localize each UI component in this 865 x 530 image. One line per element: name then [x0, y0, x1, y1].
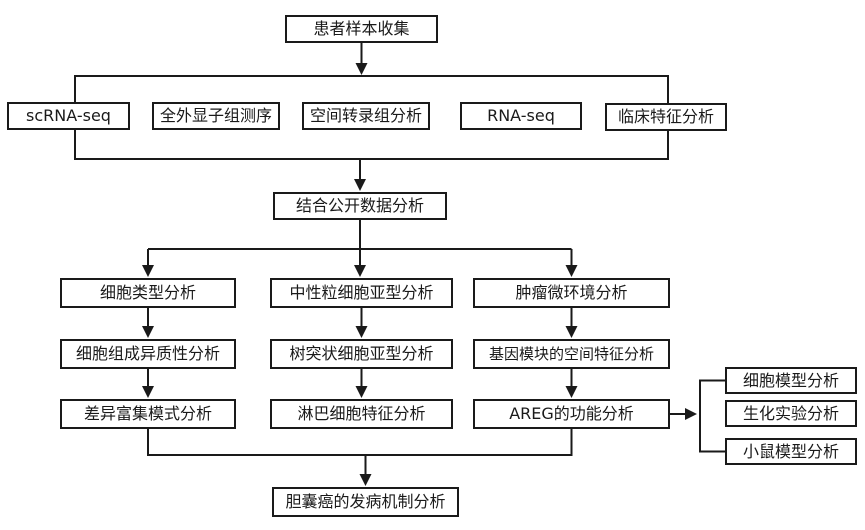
node-dendritic-cell-subtype-analysis: 树突状细胞亚型分析: [270, 339, 453, 369]
branch-rail-bottom: [147, 429, 573, 456]
node-clinical-feature-analysis: 临床特征分析: [605, 103, 727, 131]
node-patient-sample-collection: 患者样本收集: [285, 15, 438, 43]
node-differential-enrichment-pattern-analysis: 差异富集模式分析: [60, 399, 236, 429]
node-cell-composition-heterogeneity-analysis: 细胞组成异质性分析: [60, 339, 236, 369]
node-scrna-seq: scRNA-seq: [7, 102, 130, 130]
node-whole-exome-sequencing: 全外显子组测序: [152, 102, 280, 130]
node-lymphocyte-feature-analysis: 淋巴细胞特征分析: [270, 399, 453, 429]
node-mouse-model-analysis: 小鼠模型分析: [725, 438, 857, 465]
node-gene-module-spatial-feature-analysis: 基因模块的空间特征分析: [473, 339, 670, 369]
node-tumor-microenvironment-analysis: 肿瘤微环境分析: [473, 278, 670, 308]
node-spatial-transcriptome-analysis: 空间转录组分析: [302, 102, 430, 130]
node-cell-type-analysis: 细胞类型分析: [60, 278, 236, 308]
node-neutrophil-subtype-analysis: 中性粒细胞亚型分析: [270, 278, 453, 308]
validation-bracket: [699, 379, 725, 453]
node-cell-model-analysis: 细胞模型分析: [725, 367, 857, 394]
node-biochemical-experiment-analysis: 生化实验分析: [725, 400, 857, 427]
node-gallbladder-cancer-pathogenesis-analysis: 胆囊癌的发病机制分析: [272, 487, 459, 517]
node-areg-function-analysis: AREG的功能分析: [473, 399, 670, 429]
node-combine-public-data-analysis: 结合公开数据分析: [273, 192, 447, 220]
node-rna-seq: RNA-seq: [460, 102, 582, 130]
